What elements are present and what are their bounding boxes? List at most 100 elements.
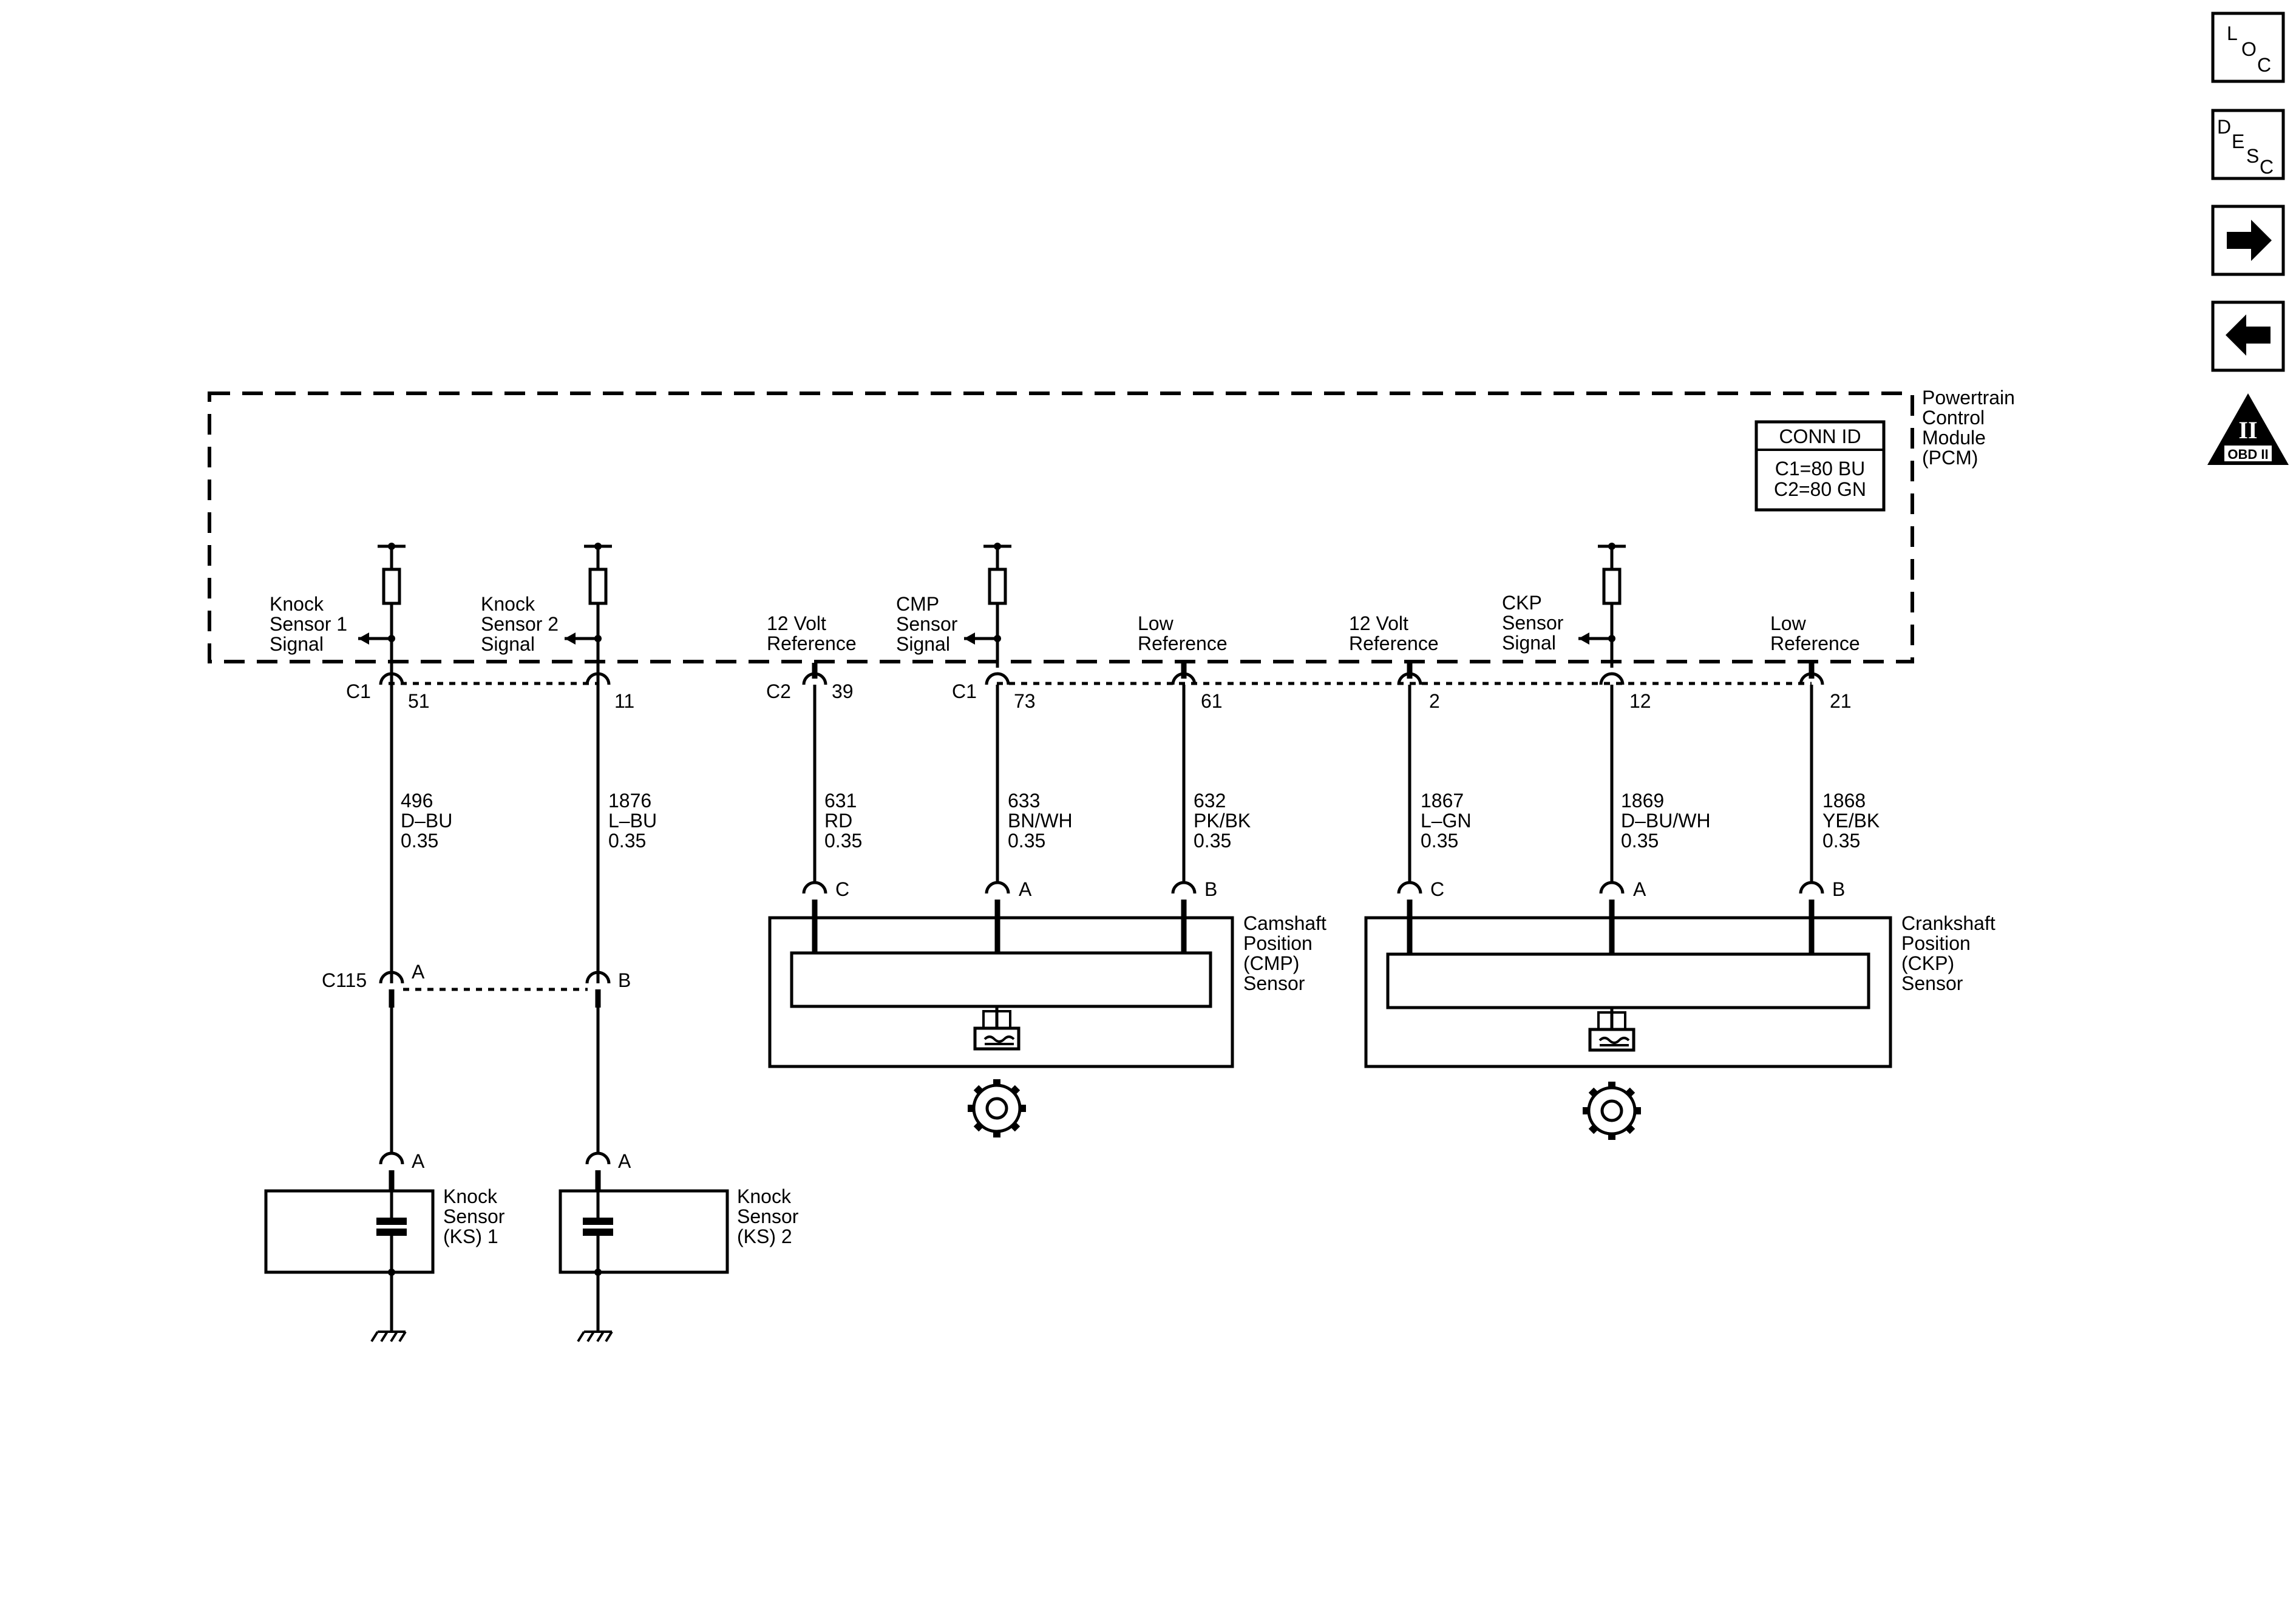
- svg-text:0.35: 0.35: [1421, 830, 1458, 852]
- camshaft-position-sensor: Camshaft Position (CMP) Sensor: [768, 912, 1326, 1137]
- svg-text:0.35: 0.35: [1008, 830, 1045, 852]
- svg-text:0.35: 0.35: [401, 830, 438, 852]
- svg-text:Knock: Knock: [481, 593, 535, 615]
- svg-text:Sensor: Sensor: [737, 1205, 799, 1227]
- svg-text:CKP: CKP: [1502, 592, 1542, 614]
- svg-text:21: 21: [1830, 690, 1852, 712]
- svg-text:Signal: Signal: [896, 633, 950, 655]
- svg-text:BN/WH: BN/WH: [1008, 810, 1073, 832]
- arrow-right-icon: [2227, 220, 2272, 261]
- svg-text:Knock: Knock: [443, 1185, 498, 1207]
- svg-text:(PCM): (PCM): [1922, 447, 1978, 469]
- svg-text:12 Volt: 12 Volt: [1349, 612, 1408, 634]
- svg-text:(CMP): (CMP): [1243, 952, 1299, 974]
- svg-text:73: 73: [1014, 690, 1036, 712]
- svg-text:Module: Module: [1922, 427, 1986, 449]
- conn-id-table: CONN ID C1=80 BU C2=80 GN: [1754, 420, 1886, 512]
- knock-sensor-2: Knock Sensor (KS) 2: [559, 1185, 799, 1343]
- svg-text:S: S: [2246, 145, 2259, 167]
- svg-text:0.35: 0.35: [1194, 830, 1231, 852]
- svg-text:L: L: [2227, 22, 2238, 44]
- svg-text:II: II: [2238, 416, 2257, 444]
- svg-text:CMP: CMP: [896, 593, 939, 615]
- circuit-knock-sensor-2: Knock Sensor 2 Signal 11 1876 L–BU 0.35 …: [481, 543, 657, 1191]
- svg-text:C2: C2: [766, 680, 791, 702]
- circuit-cmp-low-reference: Low Reference 61 632 PK/BK 0.35 B: [1138, 612, 1251, 953]
- svg-text:B: B: [1832, 878, 1845, 900]
- svg-text:61: 61: [1201, 690, 1223, 712]
- svg-text:C1=80 BU: C1=80 BU: [1775, 458, 1866, 480]
- pcm-name: Powertrain Control Module (PCM): [1922, 387, 2015, 469]
- arrow-left-icon: [2226, 314, 2271, 356]
- svg-text:C1: C1: [952, 680, 977, 702]
- svg-text:0.35: 0.35: [608, 830, 646, 852]
- svg-text:D–BU: D–BU: [401, 810, 452, 832]
- svg-text:Knock: Knock: [737, 1185, 792, 1207]
- svg-text:Sensor: Sensor: [1243, 972, 1305, 994]
- circuit-cmp-signal: CMP Sensor Signal C1 73 633 BN/WH 0.35 A: [896, 543, 1073, 953]
- pull-up-resistor: [382, 568, 401, 605]
- reluctor-wheel-icon: [968, 1079, 1026, 1137]
- svg-text:RD: RD: [824, 810, 852, 832]
- svg-text:0.35: 0.35: [1822, 830, 1860, 852]
- svg-text:1876: 1876: [608, 790, 651, 812]
- svg-text:D–BU/WH: D–BU/WH: [1621, 810, 1711, 832]
- svg-text:PK/BK: PK/BK: [1194, 810, 1251, 832]
- svg-text:OBD II: OBD II: [2227, 447, 2268, 462]
- circuit-ckp-signal: CKP Sensor Signal 12 1869 D–BU/WH 0.35 A: [1502, 543, 1711, 953]
- circuit-knock-sensor-1: Knock Sensor 1 Signal C1 51 496 D–BU 0.3…: [270, 543, 452, 1191]
- svg-text:D: D: [2217, 116, 2231, 138]
- svg-text:Control: Control: [1922, 407, 1985, 429]
- svg-text:Powertrain: Powertrain: [1922, 387, 2015, 408]
- svg-text:Sensor: Sensor: [443, 1205, 505, 1227]
- svg-text:12 Volt: 12 Volt: [767, 612, 826, 634]
- svg-text:0.35: 0.35: [1621, 830, 1659, 852]
- svg-text:A: A: [412, 961, 425, 983]
- svg-text:1867: 1867: [1421, 790, 1464, 812]
- svg-text:Knock: Knock: [270, 593, 324, 615]
- ground-icon: [370, 1331, 407, 1343]
- svg-text:Reference: Reference: [1349, 632, 1439, 654]
- svg-text:1868: 1868: [1822, 790, 1866, 812]
- svg-text:632: 632: [1194, 790, 1226, 812]
- svg-text:(KS) 1: (KS) 1: [443, 1225, 498, 1247]
- circuit-ckp-12v-reference: 12 Volt Reference 2 1867 L–GN 0.35 C: [1349, 612, 1472, 953]
- svg-text:12: 12: [1629, 690, 1651, 712]
- svg-text:Low: Low: [1770, 612, 1807, 634]
- svg-text:CONN ID: CONN ID: [1779, 425, 1861, 447]
- svg-text:C: C: [2260, 156, 2274, 178]
- obd-ii-button[interactable]: II OBD II: [2207, 393, 2289, 465]
- ground-icon: [577, 1331, 613, 1343]
- svg-text:Signal: Signal: [481, 633, 535, 655]
- svg-text:51: 51: [408, 690, 430, 712]
- svg-text:B: B: [1204, 878, 1217, 900]
- svg-text:Sensor: Sensor: [1502, 612, 1564, 634]
- circuit-cmp-12v-reference: 12 Volt Reference C2 39 631 RD 0.35 C: [766, 612, 862, 953]
- svg-text:2: 2: [1429, 690, 1440, 712]
- svg-text:(KS) 2: (KS) 2: [737, 1225, 792, 1247]
- svg-text:B: B: [618, 969, 631, 991]
- svg-text:Reference: Reference: [767, 632, 857, 654]
- svg-text:C: C: [1430, 878, 1444, 900]
- svg-text:Sensor: Sensor: [896, 613, 958, 635]
- svg-text:C: C: [835, 878, 849, 900]
- svg-text:(CKP): (CKP): [1901, 952, 1954, 974]
- svg-text:A: A: [1019, 878, 1032, 900]
- svg-text:A: A: [1633, 878, 1646, 900]
- svg-text:Reference: Reference: [1138, 632, 1228, 654]
- svg-text:Position: Position: [1243, 932, 1313, 954]
- svg-text:A: A: [618, 1150, 631, 1172]
- svg-text:C2=80 GN: C2=80 GN: [1774, 478, 1866, 500]
- svg-text:496: 496: [401, 790, 433, 812]
- svg-text:Sensor: Sensor: [1901, 972, 1963, 994]
- location-button[interactable]: L O C: [2211, 12, 2285, 83]
- next-arrow-button[interactable]: [2211, 205, 2285, 276]
- svg-text:Crankshaft: Crankshaft: [1901, 912, 1995, 934]
- svg-text:A: A: [412, 1150, 425, 1172]
- svg-text:Signal: Signal: [1502, 632, 1556, 654]
- svg-text:631: 631: [824, 790, 857, 812]
- svg-text:633: 633: [1008, 790, 1040, 812]
- previous-arrow-button[interactable]: [2211, 300, 2285, 372]
- description-button[interactable]: D E S C: [2211, 109, 2285, 180]
